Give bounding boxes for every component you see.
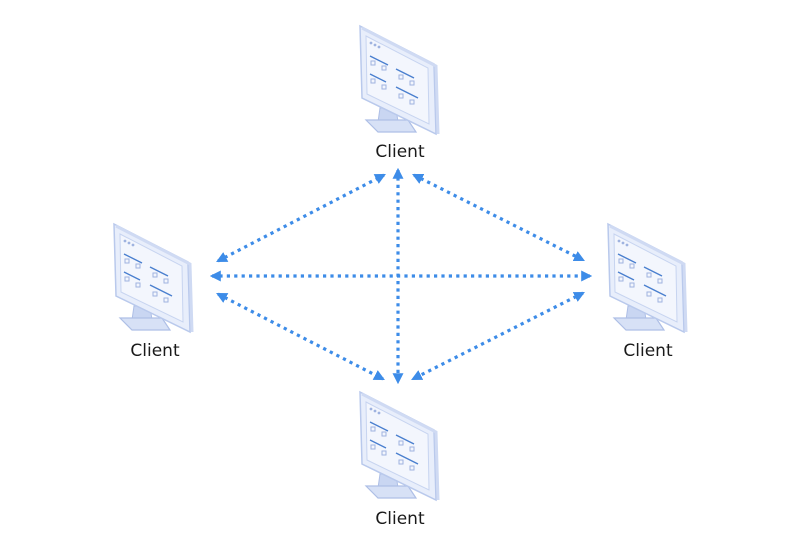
connection-left-bottom <box>216 292 385 381</box>
client-label-bottom: Client <box>375 509 425 529</box>
monitor-icon-top <box>358 24 440 136</box>
monitor-icon-right <box>606 222 688 334</box>
connections <box>209 167 593 385</box>
client-label-right: Client <box>623 341 673 361</box>
connection-left-top <box>216 173 386 263</box>
connection-right-bottom <box>411 291 585 381</box>
monitor-icon-bottom <box>358 390 440 502</box>
client-label-top: Client <box>375 142 425 162</box>
connection-top-right <box>412 173 585 262</box>
monitor-icon-left <box>112 222 194 334</box>
client-label-left: Client <box>130 341 180 361</box>
